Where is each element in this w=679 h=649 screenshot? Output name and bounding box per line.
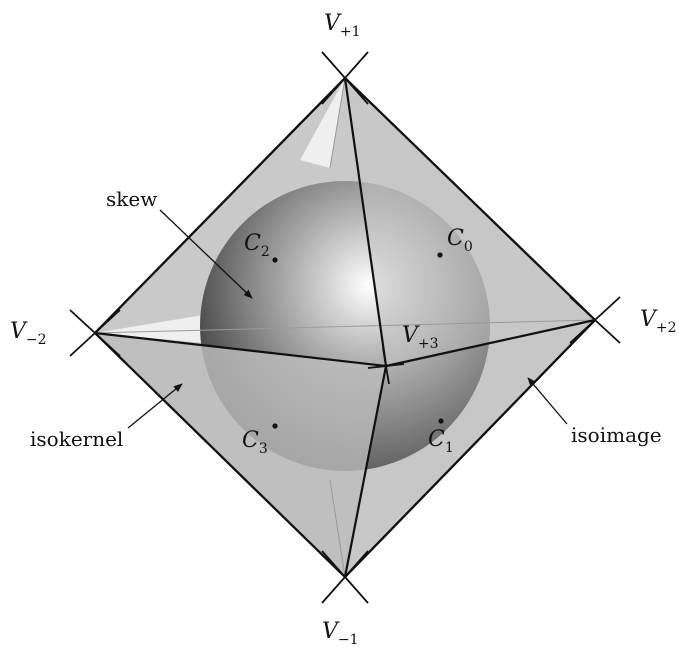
edge-vm2-vp3: [93, 331, 388, 368]
point-c2: [272, 257, 278, 263]
label-c0: C0: [447, 226, 473, 255]
front-face-lower-left: [95, 333, 386, 577]
edge-vp2-vp3: [384, 318, 597, 368]
label-isokernel: isokernel: [30, 427, 123, 451]
edge-vm1-vp3: [343, 364, 388, 579]
vertex-cross-vm1: [321, 550, 369, 604]
back-edge-3: [329, 479, 346, 578]
label-isoimage: isoimage: [571, 423, 662, 447]
vertex-cross-vp1: [321, 51, 369, 105]
label-v-minus2: V−2: [10, 319, 47, 348]
label-v-plus3: V+3: [402, 323, 439, 352]
isoimage-arrow: [527, 377, 568, 425]
label-v-minus1: V−1: [322, 619, 359, 648]
vertex-cross-vm2: [69, 309, 121, 357]
label-c1: C1: [428, 427, 454, 456]
light-region-left: [95, 315, 205, 343]
label-skew: skew: [106, 187, 157, 211]
label-v-plus2: V+2: [640, 307, 677, 336]
back-edge-2: [329, 77, 346, 169]
front-face-right: [345, 78, 595, 366]
label-c2: C2: [244, 231, 270, 260]
isokernel-arrow: [127, 383, 183, 429]
point-c3: [272, 423, 278, 429]
back-edge-1: [94, 319, 596, 334]
edge-vp1-vp3: [343, 76, 388, 368]
point-c1: [438, 418, 444, 424]
vertex-cross-vp3: [367, 347, 405, 385]
vertex-cross-vp2: [569, 296, 621, 344]
skew-arrow: [159, 209, 253, 299]
label-c3: C3: [242, 428, 268, 457]
point-c0: [437, 252, 443, 258]
label-v-plus1: V+1: [324, 11, 361, 40]
